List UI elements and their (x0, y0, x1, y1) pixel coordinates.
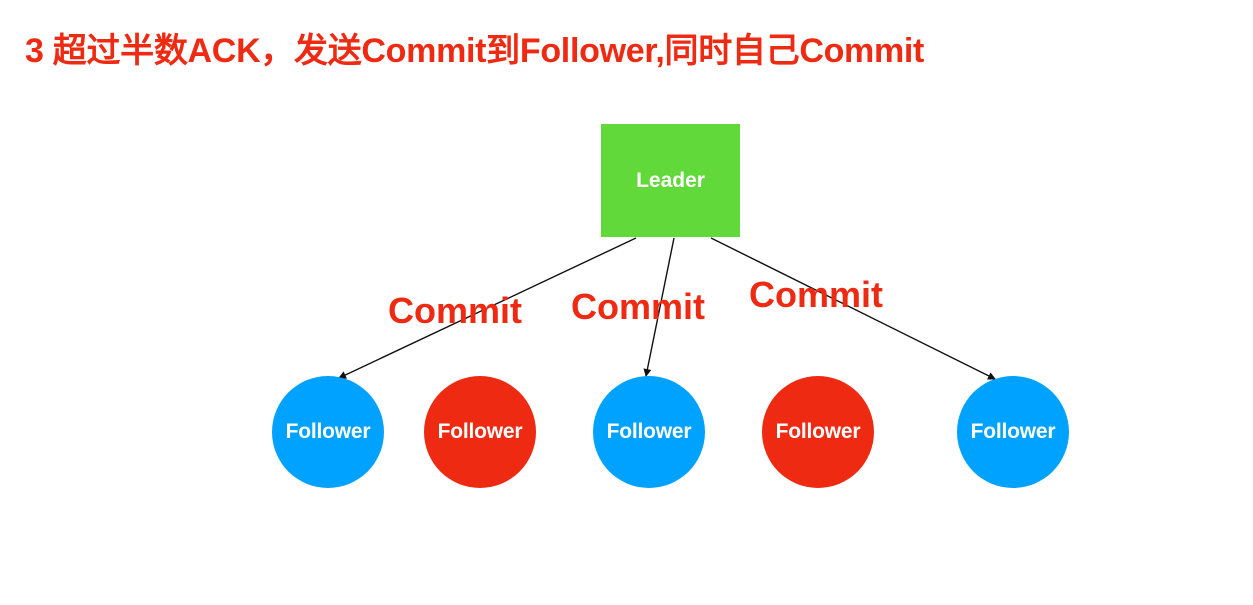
edge-arrow-leader-to-follower-5 (710, 237, 996, 380)
edge-label-commit-2: Commit (571, 286, 705, 327)
edge-arrow-leader-to-follower-1 (338, 237, 637, 379)
follower-node-3: Follower (593, 376, 705, 488)
follower-label: Follower (285, 420, 371, 443)
follower-label: Follower (775, 420, 861, 443)
edge-arrow-leader-to-follower-3 (643, 237, 675, 377)
leader-label: Leader (636, 168, 705, 192)
follower-label: Follower (437, 420, 523, 443)
leader-node: Leader (601, 124, 740, 237)
diagram-title: 3 超过半数ACK，发送Commit到Follower,同时自己Commit (25, 32, 925, 70)
follower-label: Follower (606, 420, 692, 443)
follower-node-4: Follower (762, 376, 874, 488)
edge-label-commit-3: Commit (749, 274, 883, 315)
follower-node-5: Follower (957, 376, 1069, 488)
edge-label-commit-1: Commit (388, 290, 522, 331)
follower-label: Follower (970, 420, 1056, 443)
follower-node-1: Follower (272, 376, 384, 488)
follower-node-2: Follower (424, 376, 536, 488)
